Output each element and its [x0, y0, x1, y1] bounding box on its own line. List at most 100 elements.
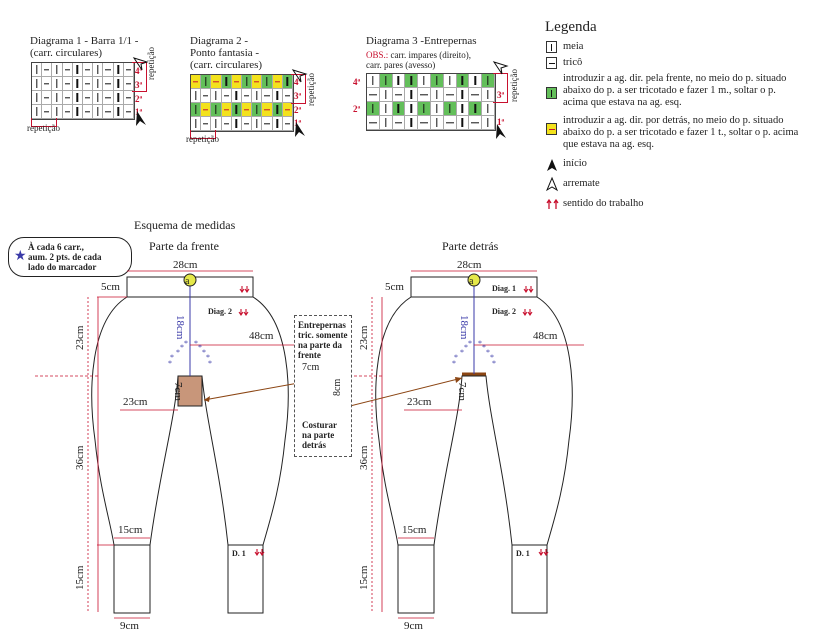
svg-text:*: * — [468, 339, 472, 348]
svg-text:*: * — [198, 343, 202, 352]
svg-text:*: * — [206, 353, 210, 362]
measure-ankle: 9cm — [120, 620, 139, 632]
front-part-title: Parte da frente — [149, 239, 219, 253]
diagram1-row-label: 1ª — [135, 107, 143, 117]
diagram3-repeat-bracket-right — [493, 73, 508, 103]
svg-text:*: * — [490, 353, 494, 362]
legend-item: introduzir a ag. dir. pela frente, no me… — [563, 73, 787, 108]
back-measure-lines — [336, 270, 584, 619]
diagram2-title: Diagrama 2 - — [190, 35, 249, 47]
svg-text:*: * — [486, 348, 490, 357]
stitch-cell — [482, 116, 495, 130]
diagram2-repeat-bracket-bottom — [190, 130, 216, 139]
back-marker-stars: *** *** ** ** — [452, 339, 496, 368]
measure-rise: 18cm — [458, 315, 470, 340]
diagram3-row-label: 4ª — [353, 77, 361, 87]
legend-item: sentido do trabalho — [563, 198, 644, 209]
svg-text:*: * — [452, 359, 456, 368]
gusset-title: Entrepernas — [298, 320, 346, 330]
gusset-height: 8cm — [332, 378, 343, 396]
diagram2-subtitle-2: (carr. circulares) — [190, 59, 263, 71]
svg-text:*: * — [492, 359, 496, 368]
measure-leg-length: 36cm — [358, 445, 370, 470]
diagram3-row-label: 2ª — [353, 104, 361, 114]
legend-item: introduzir a ag. dir. por detrás, no mei… — [563, 115, 799, 150]
svg-text:*: * — [184, 339, 188, 348]
increase-note — [8, 237, 132, 277]
diagram2-grid — [190, 74, 294, 132]
legend-item: início — [563, 158, 587, 169]
diagram2-subtitle: Ponto fantasia - — [190, 47, 260, 59]
diag1-label: Diag. 1 — [492, 284, 516, 293]
diagram3-row-label: 3ª — [497, 90, 505, 100]
gusset-title: frente — [298, 350, 321, 360]
obs-label: OBS.: — [366, 50, 389, 60]
measure-hip: 48cm — [533, 330, 558, 342]
svg-text:*: * — [464, 343, 468, 352]
gusset-width: 7cm — [302, 362, 320, 373]
diagram1-subtitle: (carr. circulares) — [30, 47, 103, 59]
diagram1-row-label: 2ª — [135, 94, 143, 104]
diagram2-repeat-bracket-right — [291, 74, 306, 104]
diagram1-row-label: 4ª — [135, 66, 143, 76]
diagram1-repeat-bracket-bottom — [31, 118, 57, 127]
measure-hip: 48cm — [249, 330, 274, 342]
svg-text:*: * — [482, 343, 486, 352]
finish-arrow-icon — [546, 176, 559, 192]
svg-text:*: * — [478, 339, 482, 348]
measure-hip-height: 23cm — [358, 325, 370, 350]
knit-stitch-icon — [546, 41, 557, 53]
diagram3-title: Diagrama 3 -Entrepernas — [366, 35, 477, 47]
measure-waistband: 5cm — [385, 281, 404, 293]
legend-item: arremate — [563, 178, 600, 189]
measure-waist: 28cm — [457, 259, 482, 271]
back-pants-outline — [375, 276, 573, 614]
measure-cuff-width: 15cm — [118, 524, 143, 536]
obs-line1: carr. impares (direito), — [388, 50, 471, 60]
scheme-title: Esquema de medidas — [134, 218, 236, 232]
front-marker-stars: *** *** ** ** — [168, 339, 212, 368]
sew-note: detrás — [302, 440, 326, 450]
legend-title: Legenda — [545, 19, 597, 35]
svg-text:*: * — [460, 348, 464, 357]
front-pants-outline — [91, 276, 289, 614]
diagram2-row-label: 3ª — [294, 91, 302, 101]
diagram1-title: Diagrama 1 - Barra 1/1 - — [30, 35, 139, 47]
start-arrow-icon — [547, 159, 557, 171]
diagram3-obs: OBS.: carr. impares (direito), — [366, 50, 471, 60]
star-icon: ★ — [14, 249, 27, 264]
diagram2-repeat-bottom-label: repetição — [186, 134, 219, 144]
d1-label: D. 1 — [516, 549, 530, 558]
measure-thigh: 23cm — [407, 396, 432, 408]
measure-ankle: 9cm — [404, 620, 423, 632]
measure-waist: 28cm — [173, 259, 198, 271]
diagram3-obs-line2: carr. pares (avesso) — [366, 60, 436, 70]
diagram3-row-label: 1ª — [497, 117, 505, 127]
svg-text:*: * — [194, 339, 198, 348]
measure-leg-length: 36cm — [74, 445, 86, 470]
legend-item: tricô — [563, 57, 583, 68]
gusset-title: tric. somente — [298, 330, 348, 340]
note-line: À cada 6 carr., — [28, 242, 84, 252]
note-line: lado do marcador — [28, 262, 97, 272]
svg-text:*: * — [170, 353, 174, 362]
diagram2-row-label: 4ª — [294, 77, 302, 87]
direction-arrows-icon — [546, 198, 559, 209]
legend-item: meia — [563, 41, 584, 52]
diagram2-row-label: 1ª — [294, 118, 302, 128]
sew-note: Costurar — [302, 420, 337, 430]
measure-hip-height: 23cm — [74, 325, 86, 350]
measure-gusset: 7cm — [172, 382, 184, 401]
note-line: aum. 2 pts. de cada — [28, 252, 102, 262]
measure-rise: 18cm — [174, 315, 186, 340]
marker-label: a — [185, 276, 190, 287]
svg-text:*: * — [454, 353, 458, 362]
svg-text:*: * — [208, 359, 212, 368]
svg-text:*: * — [176, 348, 180, 357]
diagram1-repeat-bottom-label: repetição — [27, 123, 60, 133]
gusset-box — [294, 315, 352, 457]
gusset-title: na parte da — [298, 340, 343, 350]
measure-cuff-width: 15cm — [402, 524, 427, 536]
yellow-cell-icon — [546, 123, 557, 135]
diag2-label: Diag. 2 — [492, 307, 516, 316]
